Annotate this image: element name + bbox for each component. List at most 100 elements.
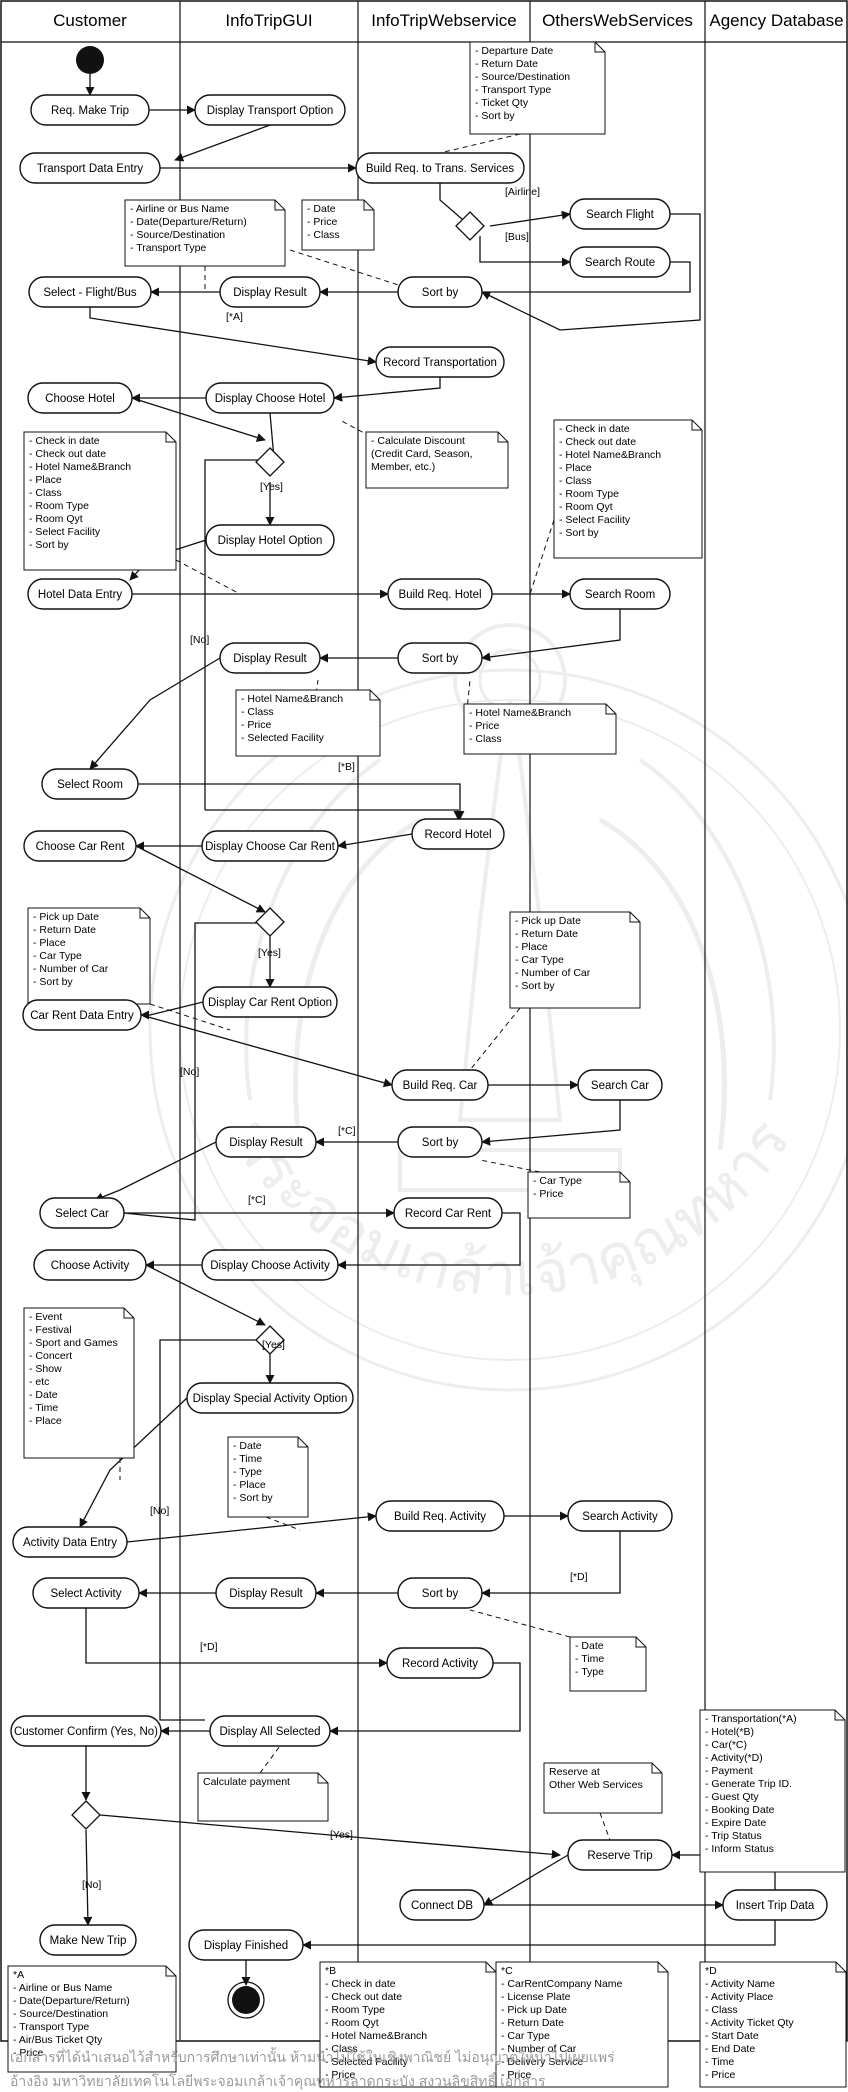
- note-line: - Price: [469, 720, 499, 732]
- activity-display-result-1: Display Result: [219, 276, 321, 308]
- note-line: - Room Type: [29, 500, 89, 512]
- activity-search-flight: Search Flight: [569, 198, 671, 230]
- activity-label: Record Hotel: [424, 829, 491, 841]
- activity-label: Display Result: [229, 1137, 303, 1149]
- activity-label: Display Choose Activity: [210, 1260, 330, 1272]
- activity-label: Search Car: [591, 1080, 649, 1092]
- note-line: - Class: [559, 475, 592, 487]
- flow-edge: [85, 1608, 388, 1668]
- activity-record-car-rent: Record Car Rent: [393, 1197, 503, 1229]
- guard-ref-d1: [*D]: [570, 1571, 588, 1583]
- note-line: - Hotel Name&Branch: [325, 2030, 427, 2042]
- lane-title-infotripgui: InfoTripGUI: [225, 11, 312, 30]
- note-line: Member, etc.): [371, 461, 435, 473]
- flow-edge: [265, 1516, 301, 1531]
- flow-edge: [94, 1141, 217, 1202]
- note-line: - Room Qyt: [29, 513, 83, 525]
- note-line: - Class: [241, 706, 274, 718]
- note-n-activity-params: - Event- Festival- Sport and Games- Conc…: [23, 1307, 135, 1459]
- note-line: *D: [705, 1965, 717, 1977]
- note-line: - Number of Car: [515, 967, 591, 979]
- note-line: - Check in date: [325, 1978, 396, 1990]
- activity-record-activity: Record Activity: [386, 1647, 494, 1679]
- guard-ref-c1: [*C]: [338, 1125, 356, 1137]
- note-line: - License Plate: [501, 1991, 571, 2003]
- activity-reserve-trip: Reserve Trip: [567, 1839, 673, 1871]
- note-line: - Payment: [705, 1765, 753, 1777]
- note-line: - Class: [325, 2043, 358, 2055]
- activity-label: Build Req. to Trans. Services: [366, 163, 515, 175]
- note-line: - Selected Facility: [241, 732, 325, 744]
- note-line: - Delivery Service: [501, 2056, 583, 2068]
- decision-confirm: [71, 1800, 101, 1830]
- flow-edge: [131, 397, 266, 442]
- flow-edge: [126, 1512, 377, 1543]
- activity-record-hotel: Record Hotel: [411, 818, 505, 850]
- activity-label: Car Rent Data Entry: [30, 1010, 134, 1022]
- activity-build-req-hotel: Build Req. Hotel: [387, 578, 493, 610]
- guard-yes-confirm: [Yes]: [330, 1829, 353, 1841]
- flow-edge: [481, 1531, 621, 1598]
- activity-label: Activity Data Entry: [23, 1537, 117, 1549]
- flow-edge: [529, 519, 555, 595]
- guard-bus: [Bus]: [505, 231, 529, 243]
- note-line: - Sort by: [559, 527, 599, 539]
- note-line: Calculate payment: [203, 1776, 290, 1788]
- note-line: - Car(*C): [705, 1739, 747, 1751]
- note-line: - Time: [29, 1402, 58, 1414]
- note-line: - Activity Place: [705, 1991, 773, 2003]
- note-line: - Date(Departure/Return): [13, 1995, 130, 2007]
- note-line: Other Web Services: [549, 1779, 643, 1791]
- note-n-activity-sort-fields: - Date- Time- Type- Place- Sort by: [227, 1436, 309, 1518]
- activity-label: Display Finished: [204, 1940, 288, 1952]
- flow-edge: [479, 236, 571, 267]
- note-line: - Class: [469, 733, 502, 745]
- activity-label: Sort by: [422, 287, 459, 299]
- note-n-trip-data: - Transportation(*A)- Hotel(*B)- Car(*C)…: [699, 1709, 846, 1873]
- flow-edges: [71, 46, 776, 2019]
- activity-build-req-activity: Build Req. Activity: [375, 1500, 505, 1532]
- lane-title-infotripwebservice: InfoTripWebservice: [371, 11, 517, 30]
- activity-label: Connect DB: [411, 1900, 473, 1912]
- activity-label: Sort by: [422, 1588, 459, 1600]
- note-line: - Concert: [29, 1350, 72, 1362]
- note-line: - Pick up Date: [33, 911, 99, 923]
- note-line: - Date: [233, 1440, 262, 1452]
- note-line: - Price: [501, 2069, 531, 2081]
- activity-label: Record Activity: [402, 1658, 478, 1670]
- note-line: - Generate Trip ID.: [705, 1778, 792, 1790]
- note-line: - Air/Bus Ticket Qty: [13, 2034, 103, 2046]
- activity-label: Sort by: [422, 653, 459, 665]
- activity-activity-data-entry: Activity Data Entry: [12, 1526, 128, 1558]
- flow-edge: [599, 1812, 611, 1841]
- note-line: - Transport Type: [13, 2021, 89, 2033]
- decision-car-rent: [255, 907, 285, 937]
- note-line: - Airline or Bus Name: [13, 1982, 112, 1994]
- note-line: - Place: [559, 462, 592, 474]
- note-line: - Hotel Name&Branch: [559, 449, 661, 461]
- note-n-ref-a: *A- Airline or Bus Name- Date(Departure/…: [7, 1965, 177, 2073]
- flow-edge: [89, 307, 377, 366]
- note-line: - CarRentCompany Name: [501, 1978, 623, 1990]
- activity-label: Search Flight: [586, 209, 655, 221]
- decision-transport-type: [455, 211, 485, 241]
- activity-connect-db: Connect DB: [399, 1889, 485, 1921]
- activity-display-result-4: Display Result: [215, 1577, 317, 1609]
- flow-edge: [329, 1662, 521, 1736]
- note-line: - Sort by: [33, 976, 73, 988]
- activity-sort-by-4: Sort by: [397, 1577, 483, 1609]
- activity-req-make-trip: Req. Make Trip: [30, 94, 150, 126]
- note-line: - Festival: [29, 1324, 72, 1336]
- activity-label: Transport Data Entry: [37, 163, 144, 175]
- note-line: - Place: [233, 1479, 266, 1491]
- flow-edge: [175, 559, 241, 595]
- activity-customer-confirm: Customer Confirm (Yes, No): [10, 1715, 162, 1747]
- flow-edge: [99, 1814, 561, 1859]
- note-line: - Type: [575, 1666, 604, 1678]
- flow-edge: [135, 845, 266, 913]
- guard-no-hotel: [No]: [190, 634, 209, 646]
- activity-label: Select Car: [55, 1208, 109, 1220]
- activity-label: Record Transportation: [383, 357, 497, 369]
